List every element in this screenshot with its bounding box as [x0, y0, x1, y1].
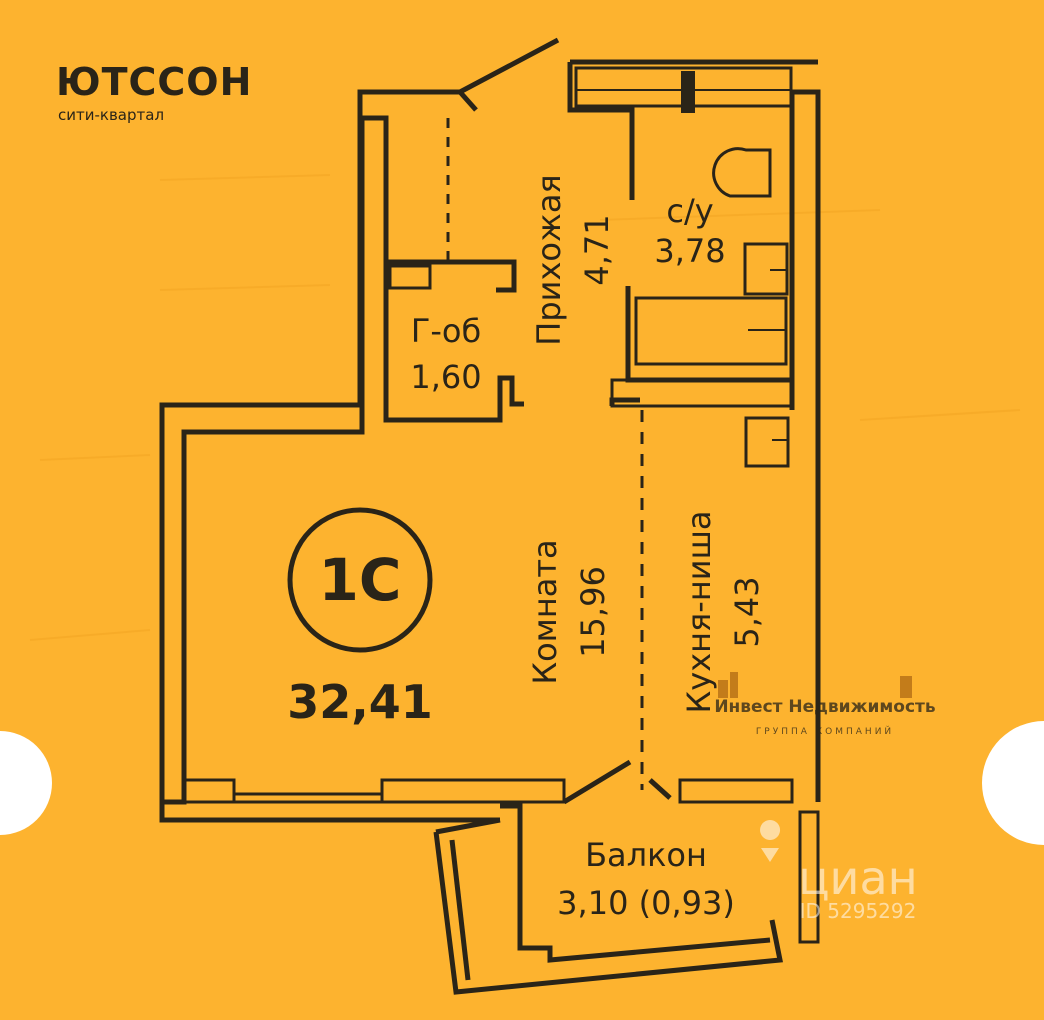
apartment-type-label: 1С: [319, 546, 402, 614]
agency-watermark: Инвест Недвижимость ГРУППА КОМПАНИЙ: [714, 672, 936, 737]
agency-name: Инвест Недвижимость: [714, 697, 935, 717]
left-notch: [0, 731, 52, 835]
room-area: 15,96: [574, 566, 612, 658]
room-name: Г-об: [411, 312, 481, 350]
room-wardrobe: Г-об 1,60: [410, 312, 481, 396]
room-main: Комната 15,96: [526, 539, 612, 684]
room-hallway: Прихожая 4,71: [530, 174, 616, 345]
room-area: 1,60: [410, 358, 481, 396]
skyline-icon: [718, 680, 728, 698]
room-balcony: Балкон 3,10 (0,93): [557, 836, 735, 922]
right-notch: [982, 721, 1044, 845]
room-kitchen: Кухня-ниша 5,43: [680, 511, 766, 714]
walls: [159, 37, 821, 995]
room-area: 5,43: [728, 576, 766, 647]
room-name: Кухня-ниша: [680, 511, 718, 714]
location-pin-icon: [760, 820, 781, 862]
room-area: 4,71: [578, 214, 616, 285]
room-name: Прихожая: [530, 174, 568, 345]
room-area: 3,78: [654, 232, 725, 270]
background-texture: [29, 174, 1021, 641]
brand-subtitle: сити-квартал: [58, 106, 164, 124]
cian-logo-text: циан: [798, 851, 917, 905]
cian-watermark: циан ID 5295292: [760, 820, 918, 923]
total-area-label: 32,41: [287, 675, 433, 729]
room-name: Комната: [526, 539, 564, 684]
cian-listing-id: ID 5295292: [800, 899, 917, 923]
room-bathroom: с/у 3,78: [654, 192, 725, 270]
brand-logo: ЮТССОН: [56, 60, 252, 104]
room-area: 3,10 (0,93): [557, 884, 735, 922]
agency-tagline: ГРУППА КОМПАНИЙ: [756, 725, 894, 737]
room-name: Балкон: [585, 836, 707, 874]
room-name: с/у: [666, 192, 713, 230]
apartment-type-badge: [287, 507, 433, 653]
